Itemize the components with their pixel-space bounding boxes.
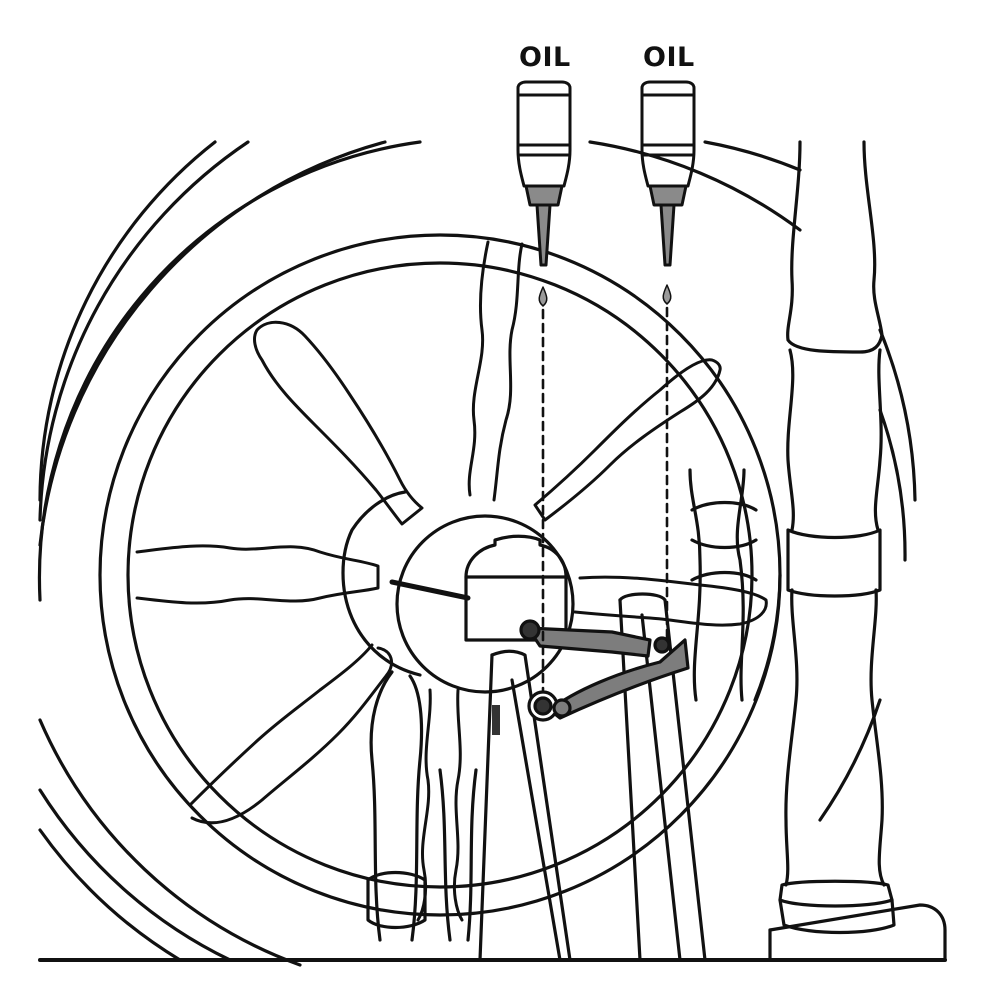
oil-label-left: OIL bbox=[519, 42, 571, 73]
turned-post bbox=[768, 140, 947, 962]
front-wheel-spokes bbox=[135, 240, 768, 922]
oil-drip-lines bbox=[541, 306, 669, 692]
back-wheel-spokes bbox=[366, 468, 758, 942]
oil-drop-icon bbox=[538, 284, 672, 307]
oil-bottle-icon bbox=[516, 80, 696, 267]
front-upright bbox=[38, 534, 947, 962]
oil-label-right: OIL bbox=[643, 42, 695, 73]
back-wheel-rim bbox=[37, 140, 917, 967]
front-wheel-rim bbox=[98, 233, 782, 917]
wheel-hub bbox=[341, 490, 575, 694]
crank-assembly bbox=[492, 619, 690, 735]
